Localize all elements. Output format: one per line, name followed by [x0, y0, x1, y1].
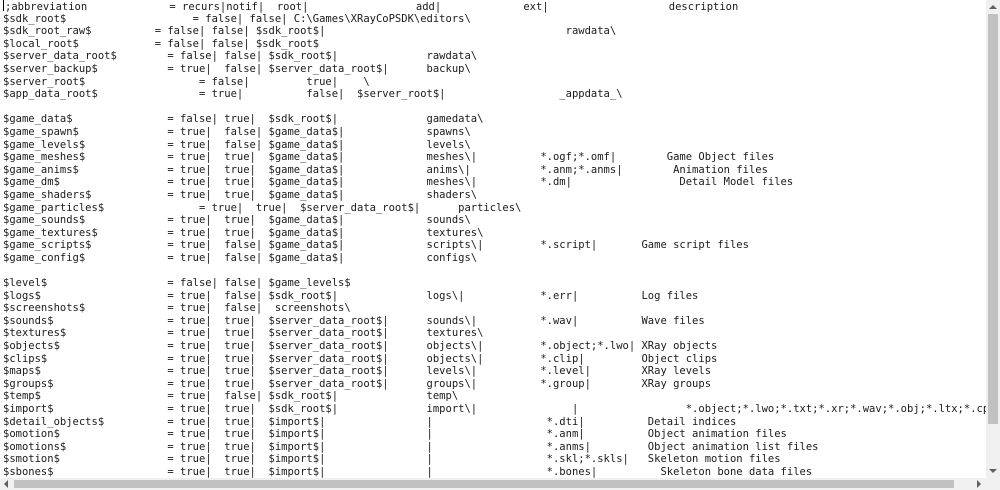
text-editor-area[interactable]: ;abbreviation = recurs|notif| root| add|…: [0, 0, 986, 478]
text-line[interactable]: $game_shaders$ = true| true| $game_data$…: [3, 188, 478, 201]
text-line[interactable]: $import$ = true| true| $sdk_root$| impor…: [3, 403, 986, 415]
text-line[interactable]: $sdk_root$ = false| false| C:\Games\XRay…: [3, 12, 471, 25]
text-line[interactable]: $game_meshes$ = true| true| $game_data$|…: [3, 151, 775, 164]
text-line[interactable]: $temp$ = true| false| $sdk_root$| temp\: [3, 390, 459, 403]
text-line[interactable]: $logs$ = true| false| $sdk_root$| logs\|…: [3, 289, 699, 302]
scroll-left-arrow-icon[interactable]: [0, 478, 14, 490]
text-line[interactable]: $game_sounds$ = true| true| $game_data$|…: [3, 214, 471, 227]
text-line[interactable]: $local_root$ = false| false| $sdk_root$: [3, 37, 320, 50]
text-line[interactable]: $game_config$ = true| false| $game_data$…: [3, 251, 478, 264]
text-caret: [3, 0, 4, 11]
text-line[interactable]: $objects$ = true| true| $server_data_roo…: [3, 340, 718, 353]
text-line[interactable]: $app_data_root$ = true| false| $server_r…: [3, 88, 623, 101]
text-line[interactable]: $level$ = false| false| $game_levels$: [3, 277, 351, 290]
text-line[interactable]: $clips$ = true| true| $server_data_root$…: [3, 352, 718, 365]
text-line[interactable]: $sdk_root_raw$ = false| false| $sdk_root…: [3, 25, 617, 38]
text-line[interactable]: $sbones$ = true| true| $import$| | *.bon…: [3, 465, 813, 478]
text-line[interactable]: $groups$ = true| true| $server_data_root…: [3, 377, 712, 390]
horizontal-scroll-thumb[interactable]: [14, 480, 954, 488]
vertical-scroll-thumb[interactable]: [988, 14, 998, 424]
text-line[interactable]: $omotion$ = true| true| $import$| | *.an…: [3, 428, 787, 441]
text-line[interactable]: $server_root$ = false| true| \: [3, 75, 370, 88]
scrollbar-corner: [986, 478, 1000, 490]
scroll-up-arrow-icon[interactable]: [986, 0, 1000, 14]
horizontal-scrollbar[interactable]: [0, 478, 986, 490]
text-line[interactable]: $game_textures$ = true| true| $game_data…: [3, 226, 484, 239]
text-line[interactable]: $server_backup$ = true| false| $server_d…: [3, 62, 471, 75]
text-line[interactable]: [3, 101, 986, 114]
text-line[interactable]: $smotion$ = true| true| $import$| | *.sk…: [3, 453, 781, 466]
text-line[interactable]: $screenshots$ = true| false| screenshots…: [3, 302, 351, 315]
text-line[interactable]: $server_data_root$ = false| false| $sdk_…: [3, 50, 478, 63]
vertical-scrollbar[interactable]: [986, 0, 1000, 478]
text-line[interactable]: $sounds$ = true| true| $server_data_root…: [3, 314, 705, 327]
text-line[interactable]: $game_anims$ = true| true| $game_data$| …: [3, 163, 768, 176]
scroll-right-arrow-icon[interactable]: [972, 478, 986, 490]
text-line[interactable]: $game_dm$ = true| true| $game_data$| mes…: [3, 176, 794, 189]
fs-ltx-text[interactable]: ;abbreviation = recurs|notif| root| add|…: [3, 0, 986, 478]
text-line[interactable]: $game_scripts$ = true| false| $game_data…: [3, 239, 749, 252]
text-line[interactable]: $maps$ = true| true| $server_data_root$|…: [3, 365, 712, 378]
scroll-down-arrow-icon[interactable]: [986, 464, 1000, 478]
text-line[interactable]: $detail_objects$ = true| true| $import$|…: [3, 415, 737, 428]
text-line[interactable]: [3, 264, 986, 277]
text-line[interactable]: $game_data$ = false| true| $sdk_root$| g…: [3, 113, 484, 126]
text-line[interactable]: ;abbreviation = recurs|notif| root| add|…: [3, 0, 739, 13]
text-line[interactable]: $game_spawn$ = true| false| $game_data$|…: [3, 125, 471, 138]
text-line[interactable]: $omotions$ = true| true| $import$| | *.a…: [3, 440, 819, 453]
text-line[interactable]: $game_levels$ = true| false| $game_data$…: [3, 138, 471, 151]
text-line[interactable]: $game_particles$ = true| true| $server_d…: [3, 201, 522, 214]
text-line[interactable]: $textures$ = true| true| $server_data_ro…: [3, 327, 484, 340]
